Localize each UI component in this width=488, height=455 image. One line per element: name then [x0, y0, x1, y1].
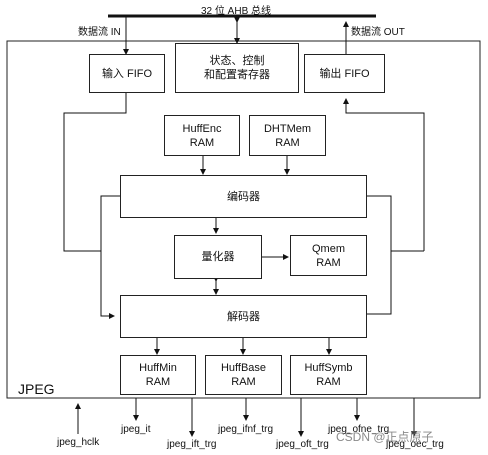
data-flow-out-label: 数据流 OUT: [351, 27, 405, 38]
huffmin-ram-line1: HuffMin: [139, 362, 177, 374]
huffsymb-ram-line1: HuffSymb: [304, 362, 353, 374]
right-loop-path: [367, 195, 392, 315]
to-output-fifo-arrow: [343, 98, 425, 251]
csdn-watermark: CSDN @正点原子: [336, 430, 434, 444]
decoder-label: 解码器: [227, 310, 260, 323]
signal-it-label: jpeg_it: [121, 424, 151, 435]
qmem-ram-block: Qmem RAM: [290, 235, 367, 276]
encoder-block: 编码器: [120, 175, 367, 218]
huffenc-ram-block: HuffEnc RAM: [164, 115, 240, 156]
dhtmem-ram-block: DHTMem RAM: [249, 115, 326, 156]
jpeg-module-label: JPEG: [18, 381, 55, 397]
data-flow-in-label: 数据流 IN: [78, 27, 121, 38]
dhtmem-ram-line1: DHTMem: [263, 122, 312, 135]
dhtmem-ram-line2: RAM: [275, 136, 300, 149]
output-fifo-label: 输出 FIFO: [319, 67, 370, 80]
signal-ofne-trg-label: jpeg_ofne_trg: [328, 424, 390, 435]
signal-oec-trg-label: jpeg_oec_trg: [386, 439, 444, 450]
output-fifo-block: 输出 FIFO: [304, 54, 385, 93]
huffbase-ram-block: HuffBase RAM: [205, 355, 282, 395]
left-loop-arrow: [100, 193, 125, 319]
signal-oft-trg-label: jpeg_oft_trg: [276, 439, 329, 450]
input-fifo-path: [63, 93, 127, 252]
huffmin-ram-line2: RAM: [145, 376, 171, 388]
huffbase-ram-line2: RAM: [231, 376, 256, 388]
qmem-ram-line2: RAM: [316, 256, 341, 269]
quantizer-label: 量化器: [201, 251, 235, 263]
huffenc-ram-line1: HuffEnc: [182, 122, 222, 135]
encoder-label: 编码器: [227, 190, 260, 203]
decoder-block: 解码器: [120, 295, 367, 338]
quantizer-block: 量化器: [174, 235, 262, 279]
ahb-bus-label: 32 位 AHB 总线: [201, 6, 272, 17]
status-registers-block: 状态、控制 和配置寄存器: [175, 43, 299, 93]
signal-hclk-label: jpeg_hclk: [57, 437, 100, 448]
qmem-ram-line1: Qmem: [312, 242, 345, 255]
huffsymb-ram-block: HuffSymb RAM: [290, 355, 367, 395]
huffenc-ram-line2: RAM: [189, 136, 215, 149]
jpeg-module-frame: [6, 40, 481, 399]
huffbase-ram-line1: HuffBase: [220, 362, 267, 374]
input-fifo-block: 输入 FIFO: [89, 54, 165, 93]
input-fifo-label: 输入 FIFO: [101, 67, 153, 80]
signal-ifnf-trg-label: jpeg_ifnf_trg: [218, 424, 274, 435]
huffmin-ram-block: HuffMin RAM: [120, 355, 196, 395]
signal-ift-trg-label: jpeg_ift_trg: [167, 439, 217, 450]
status-registers-line1: 状态、控制: [209, 55, 265, 67]
status-registers-line2: 和配置寄存器: [204, 69, 270, 81]
huffsymb-ram-line2: RAM: [316, 376, 341, 388]
